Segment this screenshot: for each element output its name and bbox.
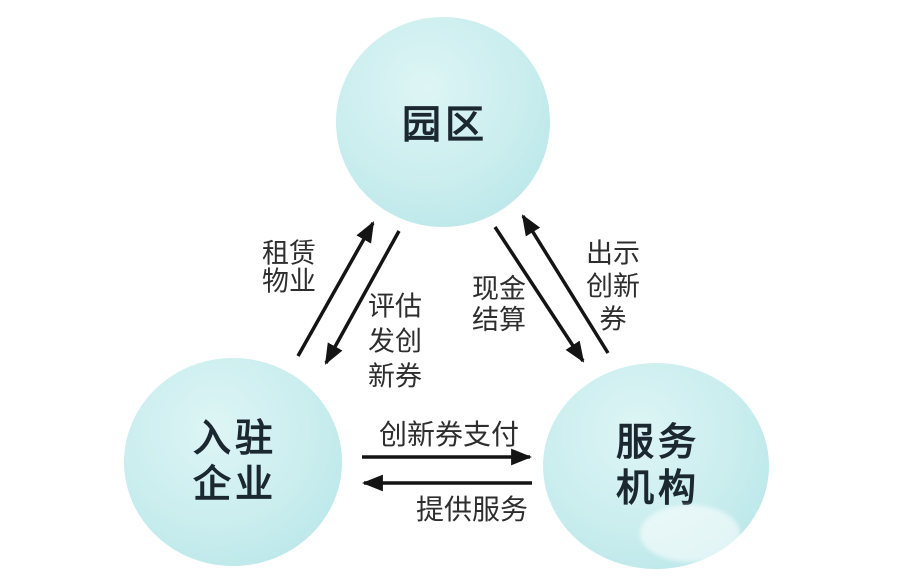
edge-label-present-line1: 出示	[586, 238, 640, 269]
edge-label-rent-line2: 物业	[262, 267, 316, 297]
node-service-label-line1: 服务	[615, 421, 700, 464]
edge-label-rent-line1: 租赁	[262, 238, 316, 269]
watermark-smudge	[640, 505, 740, 562]
edge-label-cash-settlement: 现金 结算	[472, 274, 526, 336]
edge-label-issue-line3: 新券	[368, 361, 422, 392]
edge-label-cash-line1: 现金	[472, 273, 526, 304]
edge-label-cash-line2: 结算	[472, 305, 526, 335]
arrow-park-to-service	[493, 226, 585, 363]
edge-label-present-line2: 创新	[586, 271, 640, 302]
edge-label-rent-property: 租赁 物业	[262, 238, 316, 297]
edge-label-issue-line1: 评估	[368, 291, 422, 322]
edge-label-present-voucher: 出示 创新 券	[586, 238, 640, 337]
edge-label-pay-text: 创新券支付	[378, 420, 520, 451]
arrow-service-to-park	[521, 214, 610, 354]
node-enterprise-label-line2: 企业	[192, 464, 277, 506]
arrow-enterprise-to-park	[296, 221, 375, 357]
edge-label-provide-service: 提供服务	[416, 488, 528, 528]
edge-label-issue-line2: 发创	[368, 326, 422, 357]
edge-label-serve-text: 提供服务	[415, 495, 529, 526]
node-enterprise: 入驻 企业	[124, 358, 342, 566]
arrow-park-to-enterprise	[324, 230, 401, 365]
edge-label-voucher-payment: 创新券支付	[379, 413, 519, 453]
edge-label-present-line3: 券	[599, 304, 627, 335]
edge-label-evaluate-issue-voucher: 评估 发创 新券	[368, 289, 422, 394]
node-park: 园区	[336, 17, 550, 227]
node-enterprise-label-line1: 入驻	[192, 417, 277, 460]
node-service-label-line2: 机构	[615, 468, 700, 510]
node-park-label: 园区	[401, 104, 488, 147]
